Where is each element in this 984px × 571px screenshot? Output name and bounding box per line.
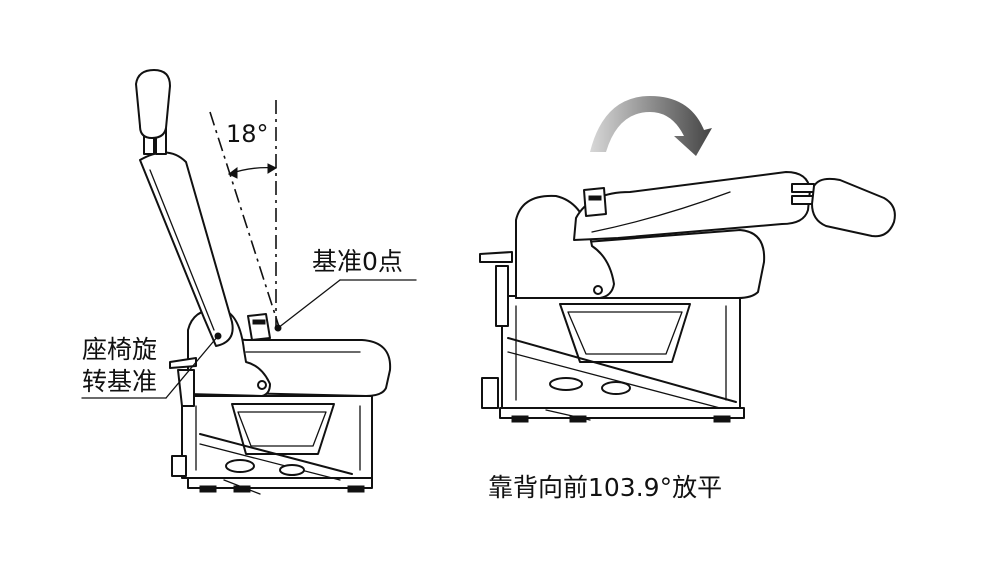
left-seat-lever — [169, 357, 197, 369]
right-seat-pivot-housing — [515, 194, 615, 299]
reference-point-callout: 基准0点 — [274, 247, 417, 332]
left-seat-buckle — [247, 313, 271, 341]
right-seat-headrest — [811, 177, 896, 238]
pivot-label-line2: 转基准 — [82, 367, 157, 396]
right-seat-folded — [479, 171, 896, 423]
angle-indicator: 18° — [209, 100, 281, 331]
pivot-reference-callout: 座椅旋 转基准 — [81, 332, 222, 399]
left-seat-headrest — [135, 69, 171, 139]
backrest-reference-line — [209, 111, 281, 331]
left-seat-upright — [135, 69, 392, 495]
curved-arrow-icon — [590, 96, 712, 156]
reference-point-label: 基准0点 — [312, 247, 403, 276]
pivot-label-line1: 座椅旋 — [82, 335, 157, 364]
right-seat-buckle — [583, 187, 607, 217]
right-seat-base-frame — [481, 265, 745, 423]
left-seat-base-frame — [171, 395, 373, 495]
right-seat-backrest-folded — [573, 171, 811, 241]
angle-label: 18° — [226, 120, 269, 148]
fold-caption: 靠背向前103.9°放平 — [488, 473, 722, 502]
